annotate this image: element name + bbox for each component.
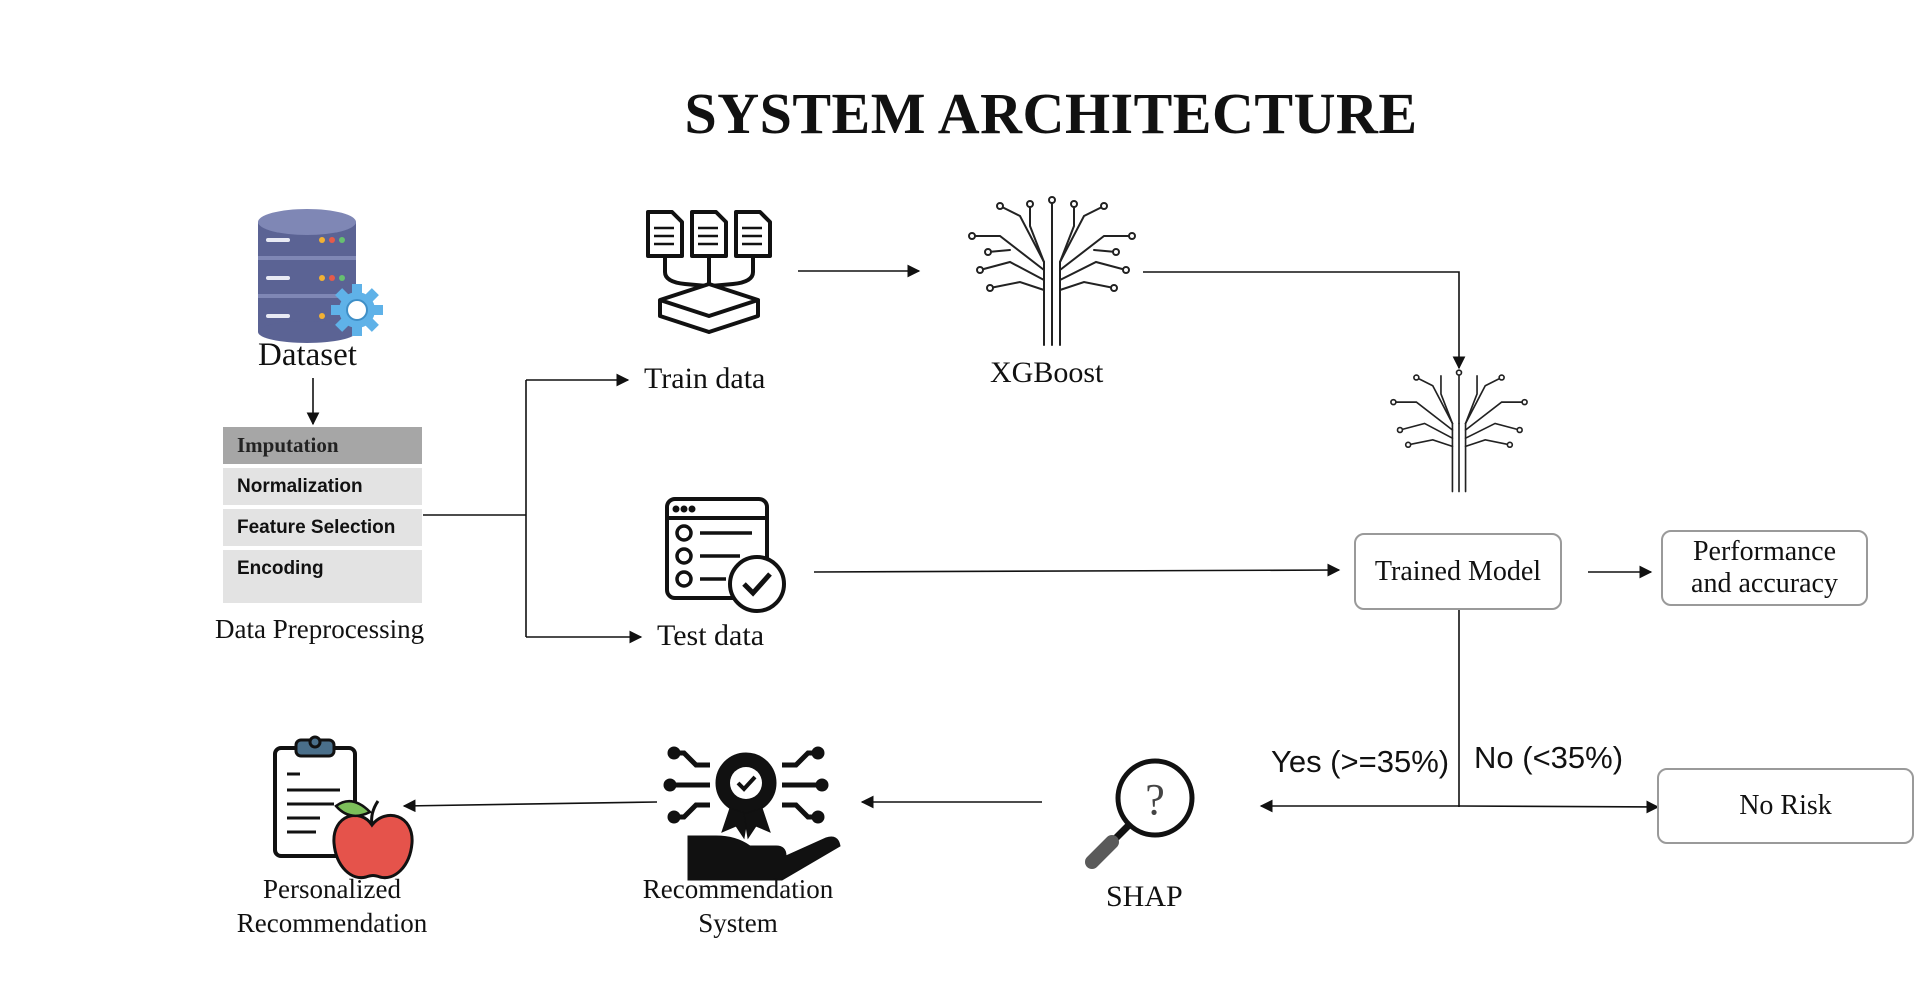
arrow-recommendation-to-personalized [402, 799, 658, 813]
preprocessing-step-normalization: Normalization [223, 468, 422, 505]
preprocessing-step-feature-selection: Feature Selection [223, 509, 422, 546]
preprocessing-step-encoding: Encoding [223, 550, 422, 603]
xgboost-label: XGBoost [990, 356, 1104, 389]
dataset-label: Dataset [258, 337, 357, 373]
clipboard-apple-icon [273, 735, 414, 880]
checklist-icon [665, 497, 786, 613]
hand-badge-icon [663, 746, 841, 881]
magnifier-question-icon: ? [1085, 758, 1195, 869]
preprocessing-label: Data Preprocessing [215, 614, 425, 644]
performance-node: Performance and accuracy [1661, 530, 1868, 606]
test-data-label: Test data [657, 619, 765, 652]
trained-model-node: Trained Model [1354, 533, 1562, 610]
arrow-test-to-trained-model [813, 563, 1341, 577]
personalized-recommendation-label: Personalized Recommendation [236, 874, 428, 938]
shap-label: SHAP [1106, 880, 1183, 913]
arrow-no-to-no-risk [1458, 800, 1660, 814]
branch-yes-label: Yes (>=35%) [1271, 744, 1450, 779]
preprocessing-step-imputation: Imputation [223, 427, 422, 464]
circuit-tree-icon [968, 196, 1136, 346]
svg-text:?: ? [1145, 775, 1165, 824]
recommendation-system-label: Recommendation System [642, 874, 834, 938]
train-data-label: Train data [644, 362, 766, 395]
arrow-xgboost-to-trained-model [1143, 271, 1466, 370]
no-risk-node: No Risk [1657, 768, 1914, 844]
branch-no-label: No (<35%) [1474, 740, 1624, 775]
documents-split-icon [646, 210, 772, 334]
circuit-tree-icon [1390, 369, 1528, 493]
diagram-title: SYSTEM ARCHITECTURE [684, 81, 1418, 146]
database-gear-icon [258, 209, 383, 343]
